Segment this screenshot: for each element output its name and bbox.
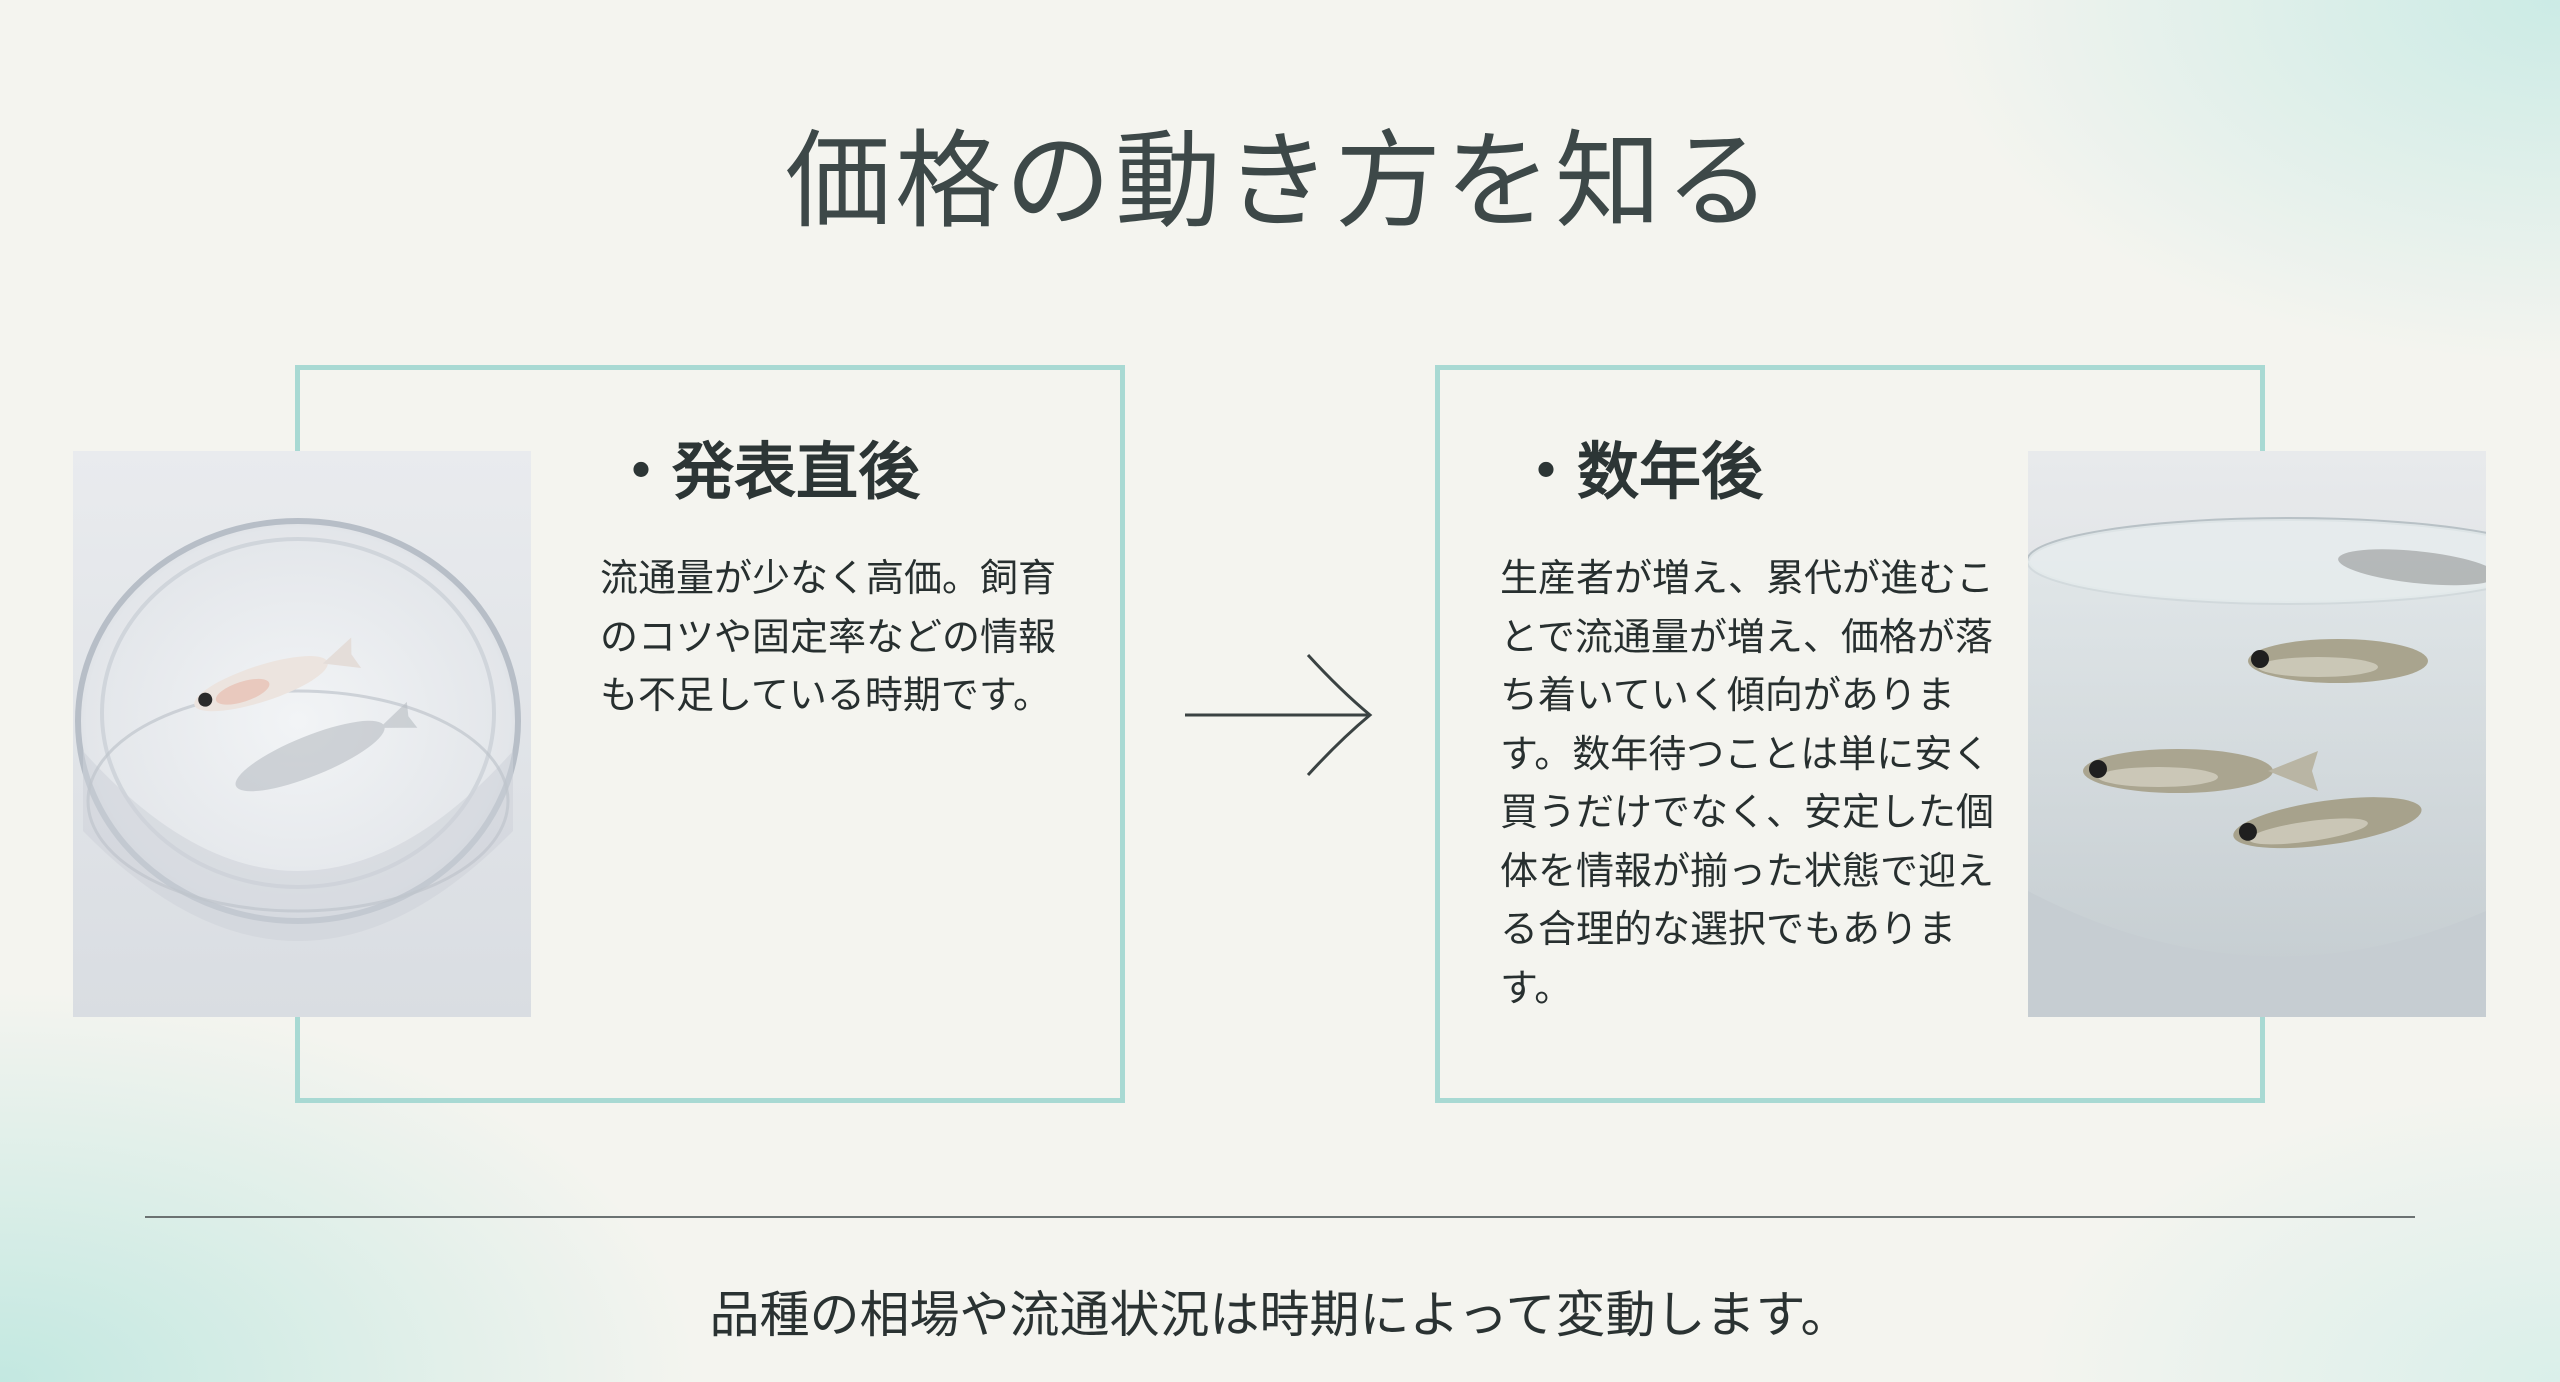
arrow-right-icon xyxy=(1185,653,1373,777)
fish-in-glass-jar-photo xyxy=(2028,451,2486,1017)
left-card-body: 流通量が少なく高価。飼育のコツや固定率などの情報も不足している時期です。 xyxy=(600,556,1057,717)
left-card-heading: ・発表直後 xyxy=(610,435,921,508)
footer-note: 品種の相場や流通状況は時期によって変動します。 xyxy=(709,1286,1851,1344)
footer-divider xyxy=(145,1216,2415,1218)
page-title: 価格の動き方を知る xyxy=(785,120,1775,243)
right-card-body: 生産者が増え、累代が進むことで流通量が増え、価格が落ち着いていく傾向があります。… xyxy=(1500,556,1995,1010)
right-card-heading: ・数年後 xyxy=(1515,435,1764,508)
fish-in-glass-dish-photo xyxy=(73,451,531,1017)
